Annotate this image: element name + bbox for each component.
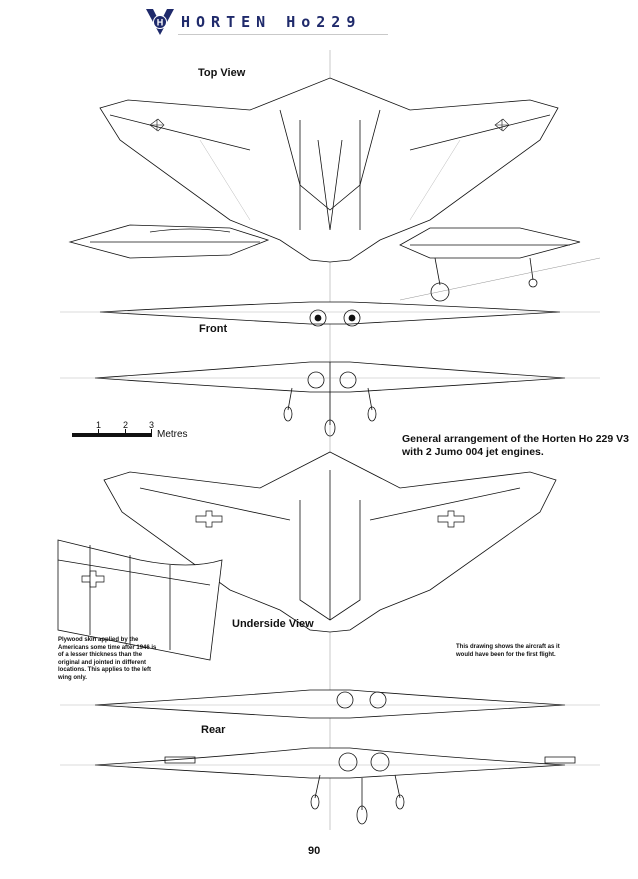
page-number: 90 xyxy=(308,845,321,857)
front-view xyxy=(60,302,600,326)
front-view-gear xyxy=(60,362,600,436)
rear-view xyxy=(60,690,600,718)
wing-detail-inset xyxy=(58,540,222,660)
top-view-label: Top View xyxy=(198,67,246,79)
side-view-left xyxy=(70,225,268,258)
header-rule xyxy=(178,34,388,35)
scale-tick-2: 2 xyxy=(123,420,129,430)
top-view-planform xyxy=(100,78,558,262)
scale-bar-line xyxy=(72,433,152,437)
scale-tick-3: 3 xyxy=(149,420,155,430)
rear-view-label: Rear xyxy=(201,724,226,736)
scale-unit: Metres xyxy=(157,429,188,440)
scale-tick-1: 1 xyxy=(96,420,102,430)
underside-view-planform xyxy=(104,452,556,632)
logo-letter: H xyxy=(157,18,164,28)
header-title: HORTEN Ho229 xyxy=(181,13,362,31)
scale-bar: 1 2 3 xyxy=(72,420,162,444)
side-view-right xyxy=(400,228,600,301)
first-flight-note: This drawing shows the aircraft as it wo… xyxy=(456,644,560,658)
horten-logo-icon: H xyxy=(146,9,174,35)
front-view-label: Front xyxy=(199,323,228,335)
rear-view-gear xyxy=(60,748,600,824)
plywood-note: Plywood skin applied by the Americans so… xyxy=(58,637,157,681)
drawing-caption: General arrangement of the Horten Ho 229… xyxy=(402,433,629,458)
header: H HORTEN Ho229 xyxy=(145,8,361,36)
underside-view-label: Underside View xyxy=(232,618,314,630)
